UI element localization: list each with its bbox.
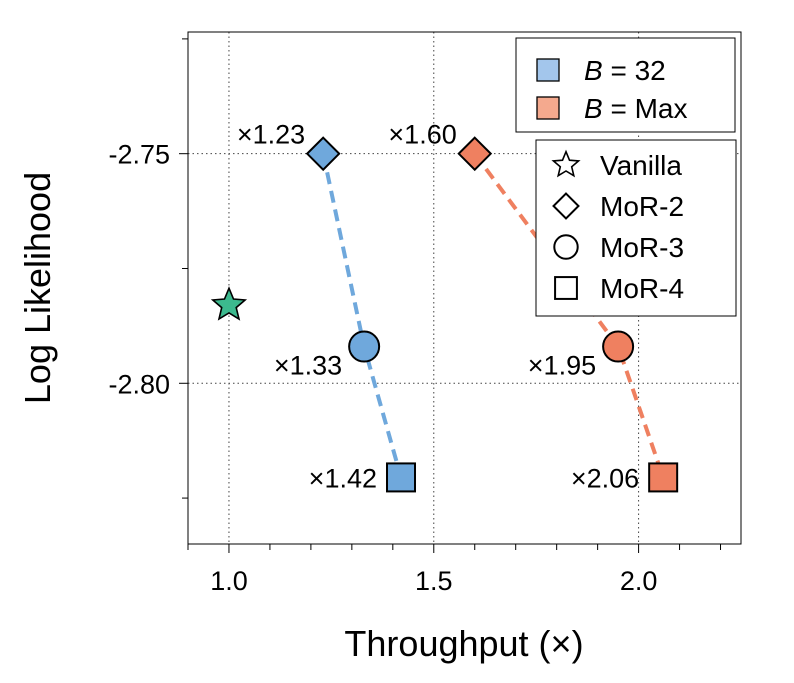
x-axis-title: Throughput (×) [344, 623, 583, 664]
x-tick-label: 1.5 [415, 566, 453, 596]
x-tick-label: 1.0 [210, 566, 248, 596]
legend-marker-star [551, 149, 581, 178]
legend-marker-circle [553, 234, 579, 260]
tick-labels: 1.0 1.5 2.0 -2.75 -2.80 [108, 140, 657, 596]
data-point-diamond [457, 136, 493, 172]
data-annotations: ×1.23 ×1.33 ×1.42 ×1.60 ×1.95 ×2.06 [237, 120, 639, 494]
data-point-square [648, 462, 679, 493]
legend-marker-diamond [552, 192, 580, 220]
plot-frame [187, 31, 742, 545]
legend-label: Vanilla [600, 150, 682, 181]
data-label: ×1.42 [309, 463, 377, 493]
legend-label: B = Max [584, 93, 688, 124]
legend-label: B = 32 [584, 55, 666, 86]
data-point-star [210, 286, 248, 321]
data-point-circle [602, 330, 635, 363]
data-point-circle [348, 330, 381, 363]
axis-ticks [179, 38, 722, 553]
data-label: ×1.60 [388, 120, 456, 150]
y-tick-label: -2.80 [108, 369, 170, 399]
legend-swatch [536, 58, 560, 82]
data-label: ×1.23 [237, 120, 305, 150]
legend-label: MoR-4 [600, 273, 684, 304]
x-tick-label: 2.0 [620, 566, 658, 596]
legend-marker-square [554, 276, 578, 300]
legend-label: MoR-2 [600, 191, 684, 222]
legend-swatch [536, 96, 560, 120]
legend-batch-size: B = 32 B = Max [515, 37, 736, 133]
data-label: ×1.95 [528, 351, 596, 381]
data-label: ×1.33 [274, 351, 342, 381]
legend-label: MoR-3 [600, 232, 684, 263]
y-axis-title: Log Likelihood [17, 172, 58, 404]
series-line [321, 153, 403, 478]
data-point-square [386, 462, 417, 493]
series-line [473, 152, 666, 479]
data-markers [210, 136, 679, 493]
data-label: ×2.06 [571, 463, 639, 493]
y-tick-label: -2.75 [108, 140, 170, 170]
data-point-diamond [305, 136, 341, 172]
